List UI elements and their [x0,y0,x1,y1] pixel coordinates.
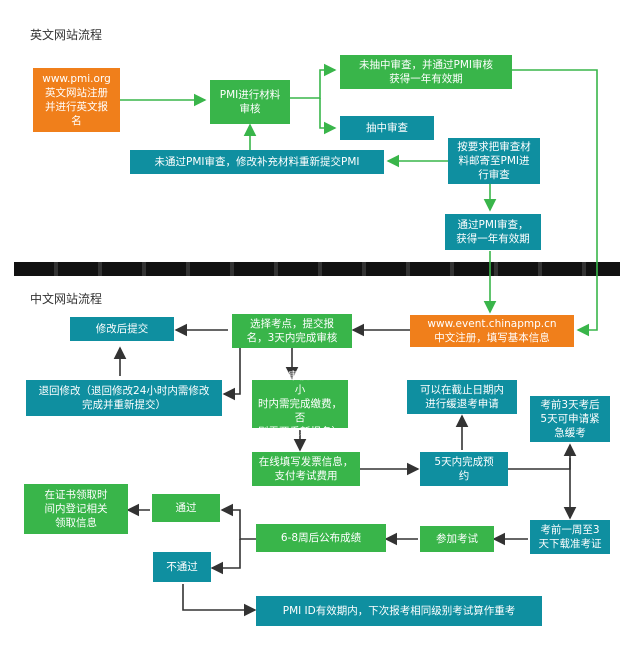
english-section-title: 英文网站流程 [30,28,103,42]
defer-apply-node: 可以在截止日期内 进行缓退考申请 [407,380,517,414]
chinese-section-title: 中文网站流程 [30,292,103,306]
return-modify-node: 退回修改（退回修改24小时内需修改 完成并重新提交） [26,380,222,416]
invoice-pay-node: 在线填写发票信息， 支付考试费用 [252,452,360,486]
fail-resubmit-node: 未通过PMI审查，修改补充材料重新提交PMI [130,150,384,174]
pmi-org-register-node: www.pmi.org 英文网站注册 并进行英文报 名 [33,68,120,132]
arrow-material-to-noaudit [290,63,337,99]
arrow-failed-to-retake [182,584,257,617]
arrow-noaudit-to-chinapmp [512,69,598,337]
download-ticket-node: 考前一周至3 天下载准考证 [530,520,610,554]
select-site-node: 选择考点，提交报 名，3天内完成审核 [232,314,352,348]
pass-review-node: 通过PMI审查， 获得一年有效期 [445,214,541,250]
audit-node: 抽中审查 [340,116,434,140]
pmi-material-review-node: PMI进行材料 审核 [210,80,290,124]
no-audit-node: 未抽中审查，并通过PMI审核 获得一年有效期 [340,55,512,89]
arrow-select-to-return [222,348,241,401]
take-exam-node: 参加考试 [420,526,494,552]
section-divider [14,262,620,276]
certificate-node: 在证书领取时 间内登记相关 领取信息 [24,484,128,534]
failed-node: 不通过 [153,552,211,582]
chinapmp-register-node: www.event.chinapmp.cn 中文注册，填写基本信息 [410,315,574,347]
arrow-results-to-passed [220,503,256,540]
arrow-results-to-failed [210,539,241,575]
emergency-defer-node: 考前3天考后 5天可申请紧 急缓考 [530,396,610,442]
pass-pay-node: 通过（审核通过24小 时内需完成缴费，否 则需要重新报名） [252,370,348,438]
arrow-material-to-audit [319,98,337,135]
passed-node: 通过 [152,494,220,522]
arrow-booking-to-junction [508,458,571,470]
results-node: 6-8周后公布成绩 [256,524,386,552]
retake-node: PMI ID有效期内，下次报考相同级别考试算作重考 [256,596,542,626]
booking-5days-node: 5天内完成预 约 [420,452,508,486]
modify-submit-node: 修改后提交 [70,317,174,341]
mail-material-node: 按要求把审查材 料邮寄至PMI进 行审查 [448,138,540,184]
